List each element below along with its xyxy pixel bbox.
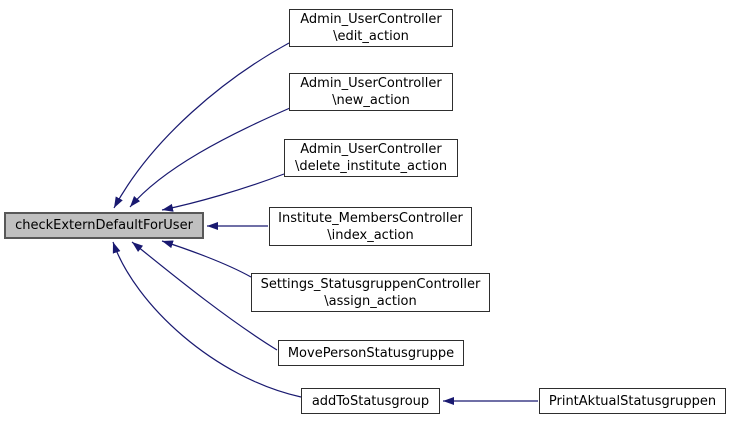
node-settings-statusgruppencontroller-assign-action[interactable]: Settings_StatusgruppenController \assign… [251, 273, 490, 312]
node-label-line2: \assign_action [324, 293, 417, 309]
node-print-aktual-statusgruppen[interactable]: PrintAktualStatusgruppen [539, 388, 726, 414]
node-label-line1: Institute_MembersController [278, 210, 463, 226]
edge-new-action-to-center [129, 107, 291, 208]
node-admin-usercontroller-edit-action[interactable]: Admin_UserController \edit_action [289, 9, 453, 47]
node-label: MovePersonStatusgruppe [287, 345, 455, 361]
node-admin-usercontroller-new-action[interactable]: Admin_UserController \new_action [289, 73, 453, 111]
node-label-line1: Settings_StatusgruppenController [260, 276, 481, 292]
node-label: addToStatusgroup [311, 393, 430, 409]
node-move-person-statusgruppe[interactable]: MovePersonStatusgruppe [278, 340, 464, 366]
node-check-extern-default-for-user: checkExternDefaultForUser [4, 212, 204, 239]
node-label: checkExternDefaultForUser [15, 218, 193, 233]
node-institute-memberscontroller-index-action[interactable]: Institute_MembersController \index_actio… [269, 207, 472, 246]
node-label-line1: Admin_UserController [300, 12, 442, 27]
node-label-line2: \new_action [332, 93, 410, 108]
edge-add-to-statusgroup-to-center [112, 241, 302, 398]
node-label: PrintAktualStatusgruppen [548, 393, 717, 409]
node-label-line2: \edit_action [333, 29, 409, 44]
node-admin-usercontroller-delete-institute-action[interactable]: Admin_UserController \delete_institute_a… [284, 139, 458, 177]
node-label-line2: \delete_institute_action [294, 159, 448, 174]
edge-move-person-to-center [131, 241, 278, 351]
node-label-line1: Admin_UserController [300, 142, 442, 157]
edge-delete-institute-action-to-center [161, 173, 285, 212]
node-label-line2: \index_action [327, 227, 414, 243]
node-add-to-statusgroup[interactable]: addToStatusgroup [301, 388, 440, 414]
edge-edit-action-to-center [113, 42, 290, 209]
node-label-line1: Admin_UserController [300, 76, 442, 91]
edge-assign-action-to-center [161, 240, 252, 278]
